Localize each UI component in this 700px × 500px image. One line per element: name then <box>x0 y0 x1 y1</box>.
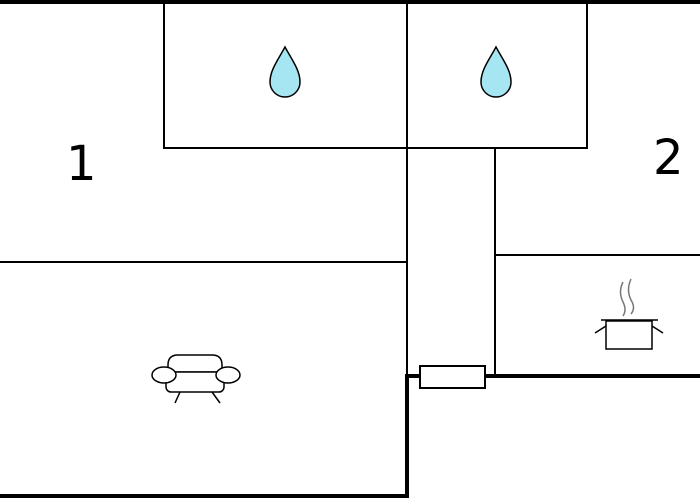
room-2-label: 2 <box>653 130 684 186</box>
cooking-pot-icon <box>594 278 664 350</box>
room-1-label: 1 <box>66 136 97 192</box>
sofa-icon <box>151 354 241 404</box>
water-drop-icon <box>269 45 301 98</box>
door-icon <box>419 365 486 389</box>
wall-lower-left <box>0 374 420 498</box>
bathroom-right <box>406 1 588 149</box>
water-drop-icon <box>480 45 512 98</box>
